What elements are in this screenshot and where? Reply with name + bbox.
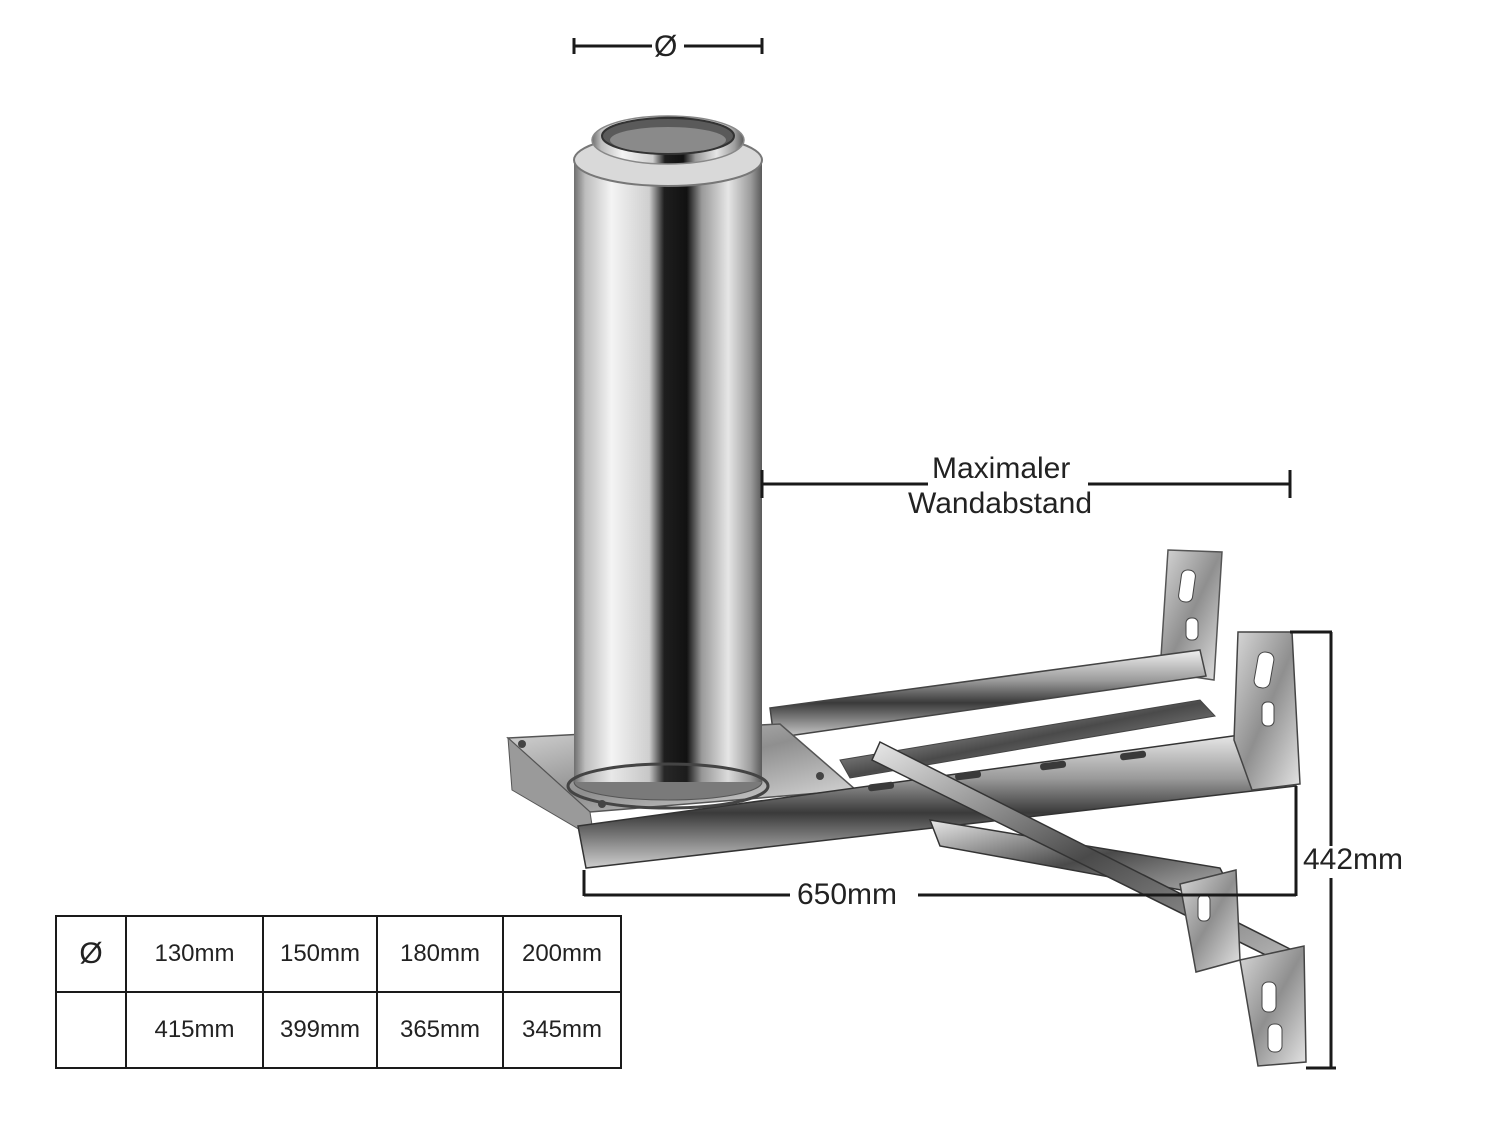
table-cell: 200mm	[502, 915, 622, 993]
max-distance-label-line2: Wandabstand	[908, 487, 1093, 520]
chimney-pipe	[566, 115, 770, 810]
diameter-label: Ø	[654, 30, 678, 63]
height-label: 442mm	[1303, 843, 1404, 876]
max-distance-dimension	[760, 470, 1292, 498]
height-dimension	[1290, 630, 1336, 1070]
front-bracket	[577, 631, 1307, 1067]
table-row: 415mm 399mm 365mm 345mm	[55, 991, 622, 1069]
table-cell: 415mm	[125, 991, 264, 1069]
table-cell: 365mm	[376, 991, 504, 1069]
width-label: 650mm	[797, 878, 898, 911]
table-cell: 150mm	[262, 915, 378, 993]
diameter-dimension	[572, 38, 764, 54]
table-cell: 180mm	[376, 915, 504, 993]
table-header-symbol: Ø	[55, 915, 127, 993]
width-dimension	[582, 786, 1298, 897]
spec-table: Ø 130mm 150mm 180mm 200mm 415mm 399mm 36…	[55, 915, 622, 1069]
table-cell-empty	[55, 991, 127, 1069]
max-distance-label-line1: Maximaler	[932, 452, 1071, 485]
table-cell: 130mm	[125, 915, 264, 993]
table-cell: 399mm	[262, 991, 378, 1069]
back-bracket	[769, 549, 1223, 779]
table-row: Ø 130mm 150mm 180mm 200mm	[55, 915, 622, 993]
table-cell: 345mm	[502, 991, 622, 1069]
